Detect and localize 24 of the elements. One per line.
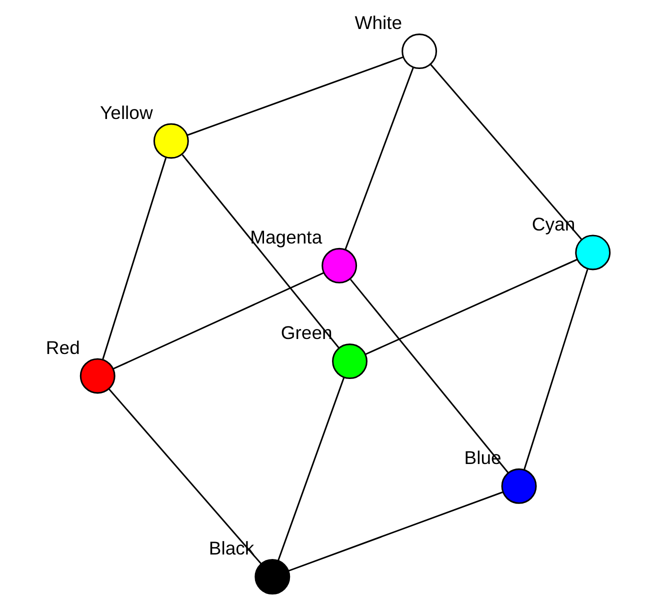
node-circle <box>332 344 368 380</box>
connector <box>430 64 582 240</box>
node-label: Magenta <box>250 226 322 248</box>
connector <box>288 492 503 572</box>
node-label: Red <box>46 336 80 358</box>
node-circle <box>575 234 611 270</box>
connector <box>113 272 324 370</box>
connector <box>108 388 262 564</box>
node-circle <box>402 34 438 69</box>
connector <box>344 67 414 250</box>
node-circle <box>153 123 189 159</box>
connector <box>102 158 167 360</box>
node-circle <box>501 468 537 504</box>
connector <box>350 278 509 474</box>
connector <box>365 258 578 355</box>
connector <box>278 377 345 561</box>
node-circle <box>80 358 116 394</box>
node-label: Yellow <box>100 102 153 123</box>
node-label: White <box>354 12 402 34</box>
node-circle <box>254 559 290 594</box>
connector <box>187 56 404 136</box>
connector <box>182 154 340 349</box>
connector <box>524 269 588 470</box>
node-circle <box>322 248 358 284</box>
